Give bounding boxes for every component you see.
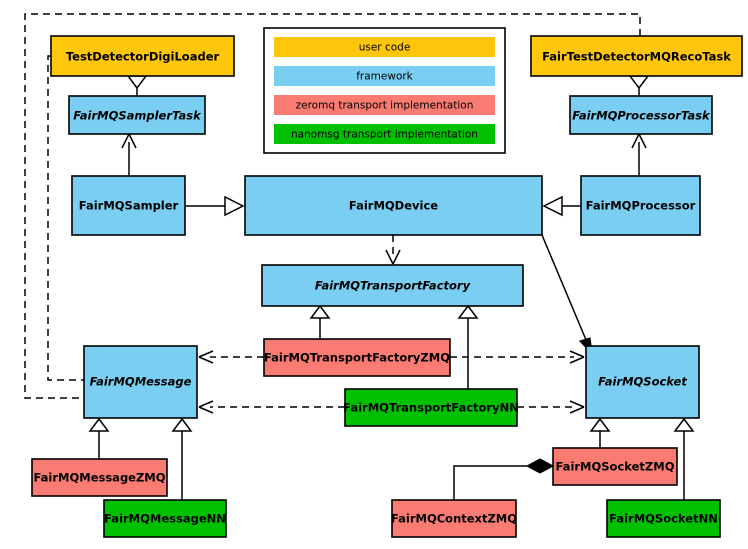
arrowhead-messagenn-message xyxy=(171,417,193,432)
node-label-fairtestdetectormqrecotask: FairTestDetectorMQRecoTask xyxy=(542,50,731,64)
node-fairmqtransportfactorynn[interactable]: FairMQTransportFactoryNN xyxy=(343,388,519,427)
arrowhead-sampler-samplertask xyxy=(121,133,137,149)
node-rect-fairmqsocketnn[interactable] xyxy=(606,499,721,538)
node-label-fairmqsocketnn: FairMQSocketNN xyxy=(609,512,718,526)
node-rect-fairmqprocessor[interactable] xyxy=(580,175,701,236)
node-rect-fairmqmessagezmq[interactable] xyxy=(31,458,168,497)
edge-dependency-recotask-message xyxy=(24,13,641,399)
node-label-fairmqtransportfactory: FairMQTransportFactory xyxy=(315,279,471,293)
node-fairmqdevice[interactable]: FairMQDevice xyxy=(244,175,543,236)
node-fairmqprocessortask[interactable]: FairMQProcessorTask xyxy=(569,95,713,135)
node-rect-fairmqcontextzmq[interactable] xyxy=(391,499,517,538)
arrowhead-processortask-recotask xyxy=(628,75,650,90)
legend-label-framework: framework xyxy=(356,71,413,83)
node-rect-fairtestdetectormqrecotask[interactable] xyxy=(530,35,743,77)
node-rect-fairmqtransportfactoryzmq[interactable] xyxy=(263,338,451,377)
node-label-testdetectordigiloader: TestDetectorDigiLoader xyxy=(66,50,220,64)
node-label-fairmqmessagenn: FairMQMessageNN xyxy=(104,512,226,526)
diamond-contextzmq-socketzmq xyxy=(525,458,555,474)
edge-layer xyxy=(24,13,695,500)
node-rect-fairmqtransportfactorynn[interactable] xyxy=(344,388,518,427)
arrowhead-factorynn-factory xyxy=(457,304,479,319)
node-label-fairmqsocket: FairMQSocket xyxy=(598,375,687,389)
node-rect-fairmqmessagenn[interactable] xyxy=(103,499,227,538)
arrowhead-messagezmq-message xyxy=(88,417,110,432)
arrowhead-samplertask-digiloader xyxy=(126,75,148,90)
node-fairmqsampler[interactable]: FairMQSampler xyxy=(71,175,186,236)
node-fairmqsocketzmq[interactable]: FairMQSocketZMQ xyxy=(552,447,678,486)
node-rect-fairmqprocessortask[interactable] xyxy=(569,95,713,135)
arrowhead-socketzmq-socket xyxy=(589,417,611,432)
node-label-fairmqprocessortask: FairMQProcessorTask xyxy=(572,109,711,123)
node-label-fairmqmessage: FairMQMessage xyxy=(90,375,192,389)
legend-box: user code framework zeromq transport imp… xyxy=(263,27,506,154)
legend-label-nanomsg: nanomsg transport implementation xyxy=(291,129,478,141)
node-fairmqmessagenn[interactable]: FairMQMessageNN xyxy=(103,499,227,538)
arrowhead-factorynn-socket xyxy=(569,400,585,414)
legend-swatch-nanomsg xyxy=(274,124,495,144)
node-fairmqsocketnn[interactable]: FairMQSocketNN xyxy=(606,499,721,538)
node-label-fairmqmessagezmq: FairMQMessageZMQ xyxy=(33,471,165,485)
arrowhead-device-transportfactory xyxy=(385,249,401,265)
edge-line-contextzmq-socketzmq xyxy=(453,465,527,500)
node-label-fairmqsampler: FairMQSampler xyxy=(79,199,179,213)
arrowhead-socketnn-socket xyxy=(673,417,695,432)
node-rect-fairmqmessage[interactable] xyxy=(83,345,198,419)
node-layer: TestDetectorDigiLoader FairTestDetectorM… xyxy=(31,35,743,538)
node-rect-fairmqsocketzmq[interactable] xyxy=(552,447,678,486)
node-label-fairmqsamplertask: FairMQSamplerTask xyxy=(73,109,202,123)
node-fairmqtransportfactory[interactable]: FairMQTransportFactory xyxy=(261,264,524,307)
node-rect-testdetectordigiloader[interactable] xyxy=(50,35,235,77)
node-fairmqsocket[interactable]: FairMQSocket xyxy=(585,345,700,419)
legend-swatch-zeromq xyxy=(274,95,495,115)
legend-label-zeromq: zeromq transport implementation xyxy=(296,100,474,112)
node-rect-fairmqsocket[interactable] xyxy=(585,345,700,419)
legend-swatch-framework xyxy=(274,66,495,86)
arrowhead-processor-processortask xyxy=(631,133,647,149)
node-rect-fairmqdevice[interactable] xyxy=(244,175,543,236)
node-label-fairmqprocessor: FairMQProcessor xyxy=(586,199,696,213)
legend-swatch-user-code xyxy=(274,37,495,57)
arrowhead-factoryzmq-socket xyxy=(569,350,585,364)
arrowhead-factorynn-message xyxy=(198,400,214,414)
node-fairmqprocessor[interactable]: FairMQProcessor xyxy=(580,175,701,236)
edge-line-device-socket xyxy=(541,234,590,348)
arrowhead-processor-device xyxy=(542,195,563,217)
node-label-fairmqtransportfactoryzmq: FairMQTransportFactoryZMQ xyxy=(264,351,450,365)
node-testdetectordigiloader[interactable]: TestDetectorDigiLoader xyxy=(50,35,235,77)
node-fairtestdetectormqrecotask[interactable]: FairTestDetectorMQRecoTask xyxy=(530,35,743,77)
node-fairmqtransportfactoryzmq[interactable]: FairMQTransportFactoryZMQ xyxy=(263,338,451,377)
edge-dependency-digiloader-message xyxy=(47,55,158,381)
node-fairmqsamplertask[interactable]: FairMQSamplerTask xyxy=(68,95,206,135)
arrowhead-sampler-device xyxy=(224,195,245,217)
node-label-fairmqcontextzmq: FairMQContextZMQ xyxy=(391,512,517,526)
node-label-fairmqdevice: FairMQDevice xyxy=(349,199,438,213)
node-label-fairmqsocketzmq: FairMQSocketZMQ xyxy=(556,460,675,474)
node-rect-fairmqsampler[interactable] xyxy=(71,175,186,236)
legend-label-user-code: user code xyxy=(359,42,411,54)
arrowhead-factoryzmq-message xyxy=(198,350,214,364)
arrowhead-factoryzmq-factory xyxy=(309,304,331,319)
node-fairmqmessage[interactable]: FairMQMessage xyxy=(83,345,198,419)
node-fairmqcontextzmq[interactable]: FairMQContextZMQ xyxy=(391,499,517,538)
node-rect-fairmqtransportfactory[interactable] xyxy=(261,264,524,307)
node-rect-fairmqsamplertask[interactable] xyxy=(68,95,206,135)
node-label-fairmqtransportfactorynn: FairMQTransportFactoryNN xyxy=(343,401,519,415)
node-fairmqmessagezmq[interactable]: FairMQMessageZMQ xyxy=(31,458,168,497)
